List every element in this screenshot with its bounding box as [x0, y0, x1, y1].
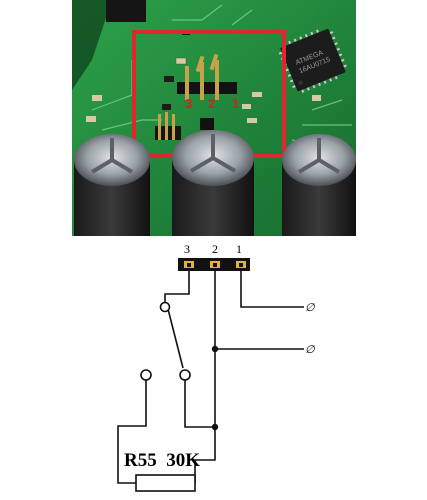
switch-contact-left	[140, 369, 152, 381]
switch-contact-top	[159, 301, 171, 313]
terminal-top: ∅	[305, 302, 315, 314]
capacitor-left	[74, 134, 150, 236]
capacitor-right	[282, 134, 356, 236]
photo-pin-label-2: 2	[208, 96, 215, 111]
jumper-pins	[155, 112, 181, 140]
switch-contact-right	[179, 369, 191, 381]
junction-dot-bottom	[211, 423, 219, 431]
schematic-pin-number-1: 1	[236, 242, 242, 256]
schematic-pin-number-3: 3	[184, 242, 190, 256]
header-pins	[177, 53, 237, 100]
schematic-wires	[117, 271, 304, 484]
board-shadow	[72, 0, 112, 90]
dark-component	[106, 0, 146, 22]
schematic-pin-number-2: 2	[212, 242, 218, 256]
junction-dot-top	[211, 345, 219, 353]
resistor-label: R55 30K	[124, 450, 200, 471]
photo-pin-label-3: 3	[185, 96, 192, 111]
pcb-photo: ATMEGA 16AU0715	[72, 0, 356, 236]
capacitor-middle	[172, 130, 254, 236]
microcontroller-chip: ATMEGA 16AU0715	[278, 28, 347, 93]
terminal-bottom: ∅	[305, 344, 315, 356]
photo-pin-label-1: 1	[232, 96, 239, 111]
resistor-body	[135, 474, 196, 492]
schematic-diagram: 3 2 1	[117, 242, 315, 492]
